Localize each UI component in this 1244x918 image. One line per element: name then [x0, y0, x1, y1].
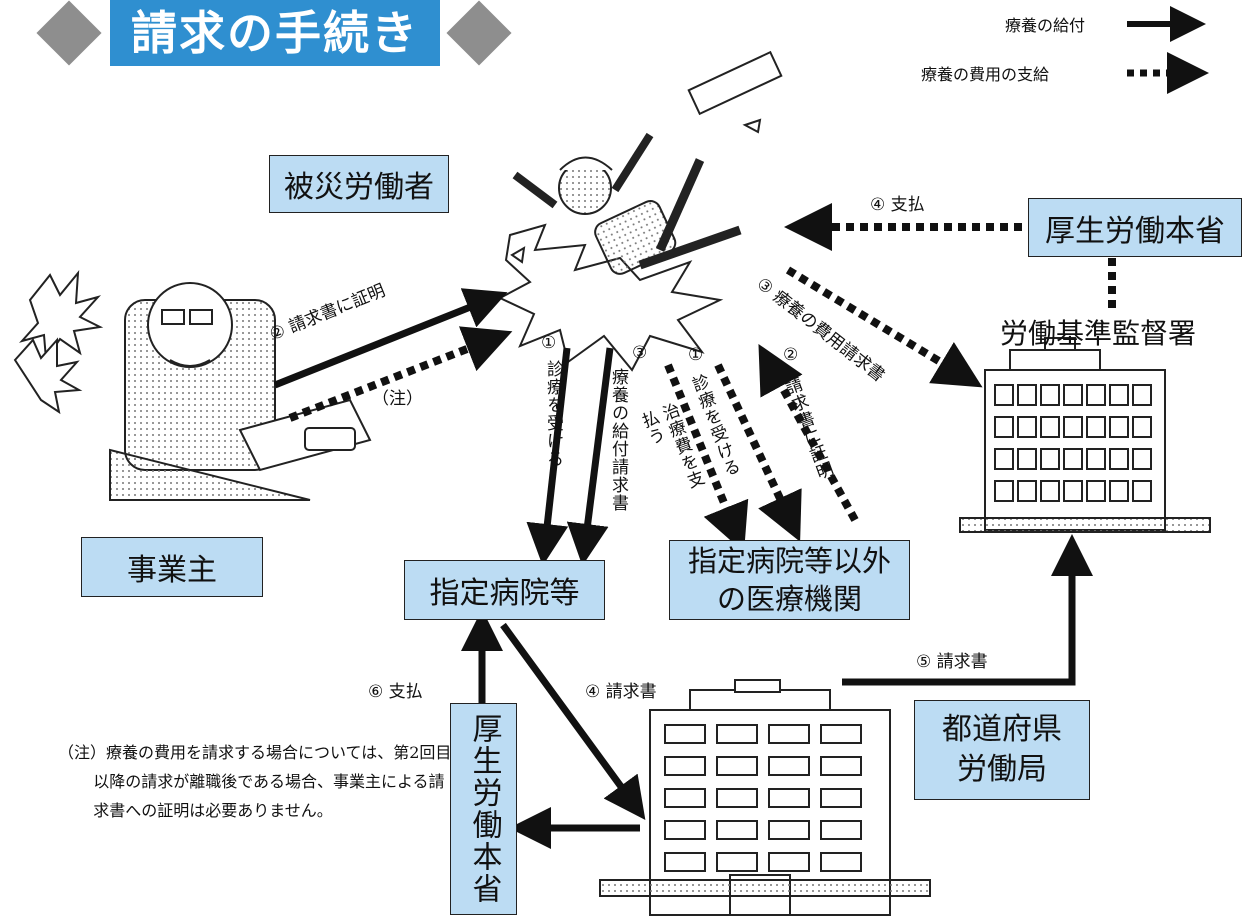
label-labor-office: 労働基準監督署	[1000, 317, 1197, 350]
arrow-bureau-to-office	[842, 534, 1093, 686]
legend-dotted-label: 療養の費用の支給	[921, 65, 1050, 84]
building-window	[1132, 384, 1152, 406]
label-other2-num: ②	[783, 345, 799, 365]
arrow-hospital-to-bureau	[500, 622, 646, 820]
building-window	[768, 852, 810, 872]
building-window	[1086, 448, 1106, 470]
building-window	[1017, 448, 1037, 470]
building-window	[1063, 384, 1083, 406]
title-banner: 請求の手続き	[110, 0, 440, 66]
box-mhlw-vertical: 厚生労働本省	[450, 703, 517, 915]
injured-worker-illustration	[497, 50, 783, 372]
building-window	[1017, 384, 1037, 406]
building-window	[820, 788, 862, 808]
arrow-claim-designated	[566, 347, 614, 566]
building-window	[1040, 448, 1060, 470]
box-other-medical: 指定病院等以外 の医療機関	[669, 540, 910, 620]
box-employer: 事業主	[81, 537, 263, 597]
building-window	[994, 448, 1014, 470]
building-window	[820, 756, 862, 776]
label-note-mark: （注）	[372, 389, 423, 409]
building-window	[768, 724, 810, 744]
label-step1-num: ①	[541, 333, 557, 353]
box-injured-worker: 被災労働者	[269, 155, 449, 213]
arrow-consult-designated	[526, 347, 571, 566]
building-window	[1132, 416, 1152, 438]
labor-office-building-illustration	[959, 337, 1211, 533]
solid-arrows	[273, 288, 1093, 849]
building-window	[1040, 480, 1060, 502]
building-window	[716, 724, 758, 744]
building-window	[820, 820, 862, 840]
label-other1-num: ①	[688, 345, 704, 365]
building-window	[1063, 416, 1083, 438]
building-window	[664, 724, 706, 744]
label-pay-top: ④ 支払	[870, 195, 925, 215]
legend-solid-label: 療養の給付	[1005, 16, 1086, 35]
arrow-consult-other	[664, 363, 749, 553]
label-claim4: ④ 請求書	[585, 682, 657, 702]
box-injured-worker-label: 被災労働者	[284, 170, 434, 205]
building-window	[664, 820, 706, 840]
arrow-cost-claim-office	[785, 266, 983, 388]
box-designated-hospital: 指定病院等	[404, 560, 605, 620]
building-window	[1040, 416, 1060, 438]
building-window	[1063, 480, 1083, 502]
box-employer-label: 事業主	[127, 553, 217, 588]
arrow-pay-other	[714, 363, 802, 542]
box-mhlw-top-label: 厚生労働本省	[1045, 213, 1225, 249]
building-window	[1086, 416, 1106, 438]
arrow-employer-certify	[273, 288, 508, 389]
building-window	[768, 756, 810, 776]
building-window	[664, 852, 706, 872]
building-window	[716, 788, 758, 808]
dotted-arrows	[288, 203, 1116, 553]
building-window	[1086, 480, 1106, 502]
building-window	[1109, 416, 1129, 438]
prefectural-bureau-building-illustration	[599, 679, 931, 916]
box-other-medical-label: 指定病院等以外 の医療機関	[687, 544, 891, 616]
building-window	[994, 384, 1014, 406]
building-window	[1132, 480, 1152, 502]
label-step3-num: ③	[632, 343, 648, 363]
footnote: （注）療養の費用を請求する場合については、第2回目以降の請求が離職後である場合、…	[58, 743, 452, 820]
building-window	[1040, 384, 1060, 406]
label-step3-text: 療養の給付請求書	[608, 368, 628, 512]
building-window	[994, 416, 1014, 438]
building-window	[716, 756, 758, 776]
legend-solid: 療養の給付	[1005, 12, 1093, 36]
building-window	[1017, 480, 1037, 502]
box-mhlw-vertical-label: 厚生労働本省	[466, 713, 502, 905]
building-window	[768, 820, 810, 840]
label-claim5: ⑤ 請求書	[916, 652, 988, 672]
box-designated-hospital-label: 指定病院等	[429, 576, 580, 611]
building-window	[1109, 480, 1129, 502]
box-prefectural-bureau: 都道府県 労働局	[914, 700, 1090, 800]
building-window	[994, 480, 1014, 502]
building-window	[716, 820, 758, 840]
building-window	[1063, 448, 1083, 470]
employer-illustration	[13, 269, 372, 501]
building-window	[768, 788, 810, 808]
building-window	[664, 788, 706, 808]
building-window	[1109, 384, 1129, 406]
box-mhlw-top: 厚生労働本省	[1028, 198, 1242, 257]
building-window	[820, 724, 862, 744]
building-window	[1017, 416, 1037, 438]
building-window	[1086, 384, 1106, 406]
label-pay6: ⑥ 支払	[368, 682, 423, 702]
building-window	[1109, 448, 1129, 470]
building-window	[664, 756, 706, 776]
page-title: 請求の手続き	[131, 6, 419, 60]
building-window	[820, 852, 862, 872]
arrow-certify-other	[758, 343, 859, 522]
box-prefectural-bureau-label: 都道府県 労働局	[942, 712, 1062, 787]
label-step1-text: 診療を受ける	[543, 360, 563, 468]
building-window	[1132, 448, 1152, 470]
building-window	[716, 852, 758, 872]
arrow-employer-note	[288, 326, 513, 422]
legend-dotted: 療養の費用の支給	[921, 61, 1057, 85]
